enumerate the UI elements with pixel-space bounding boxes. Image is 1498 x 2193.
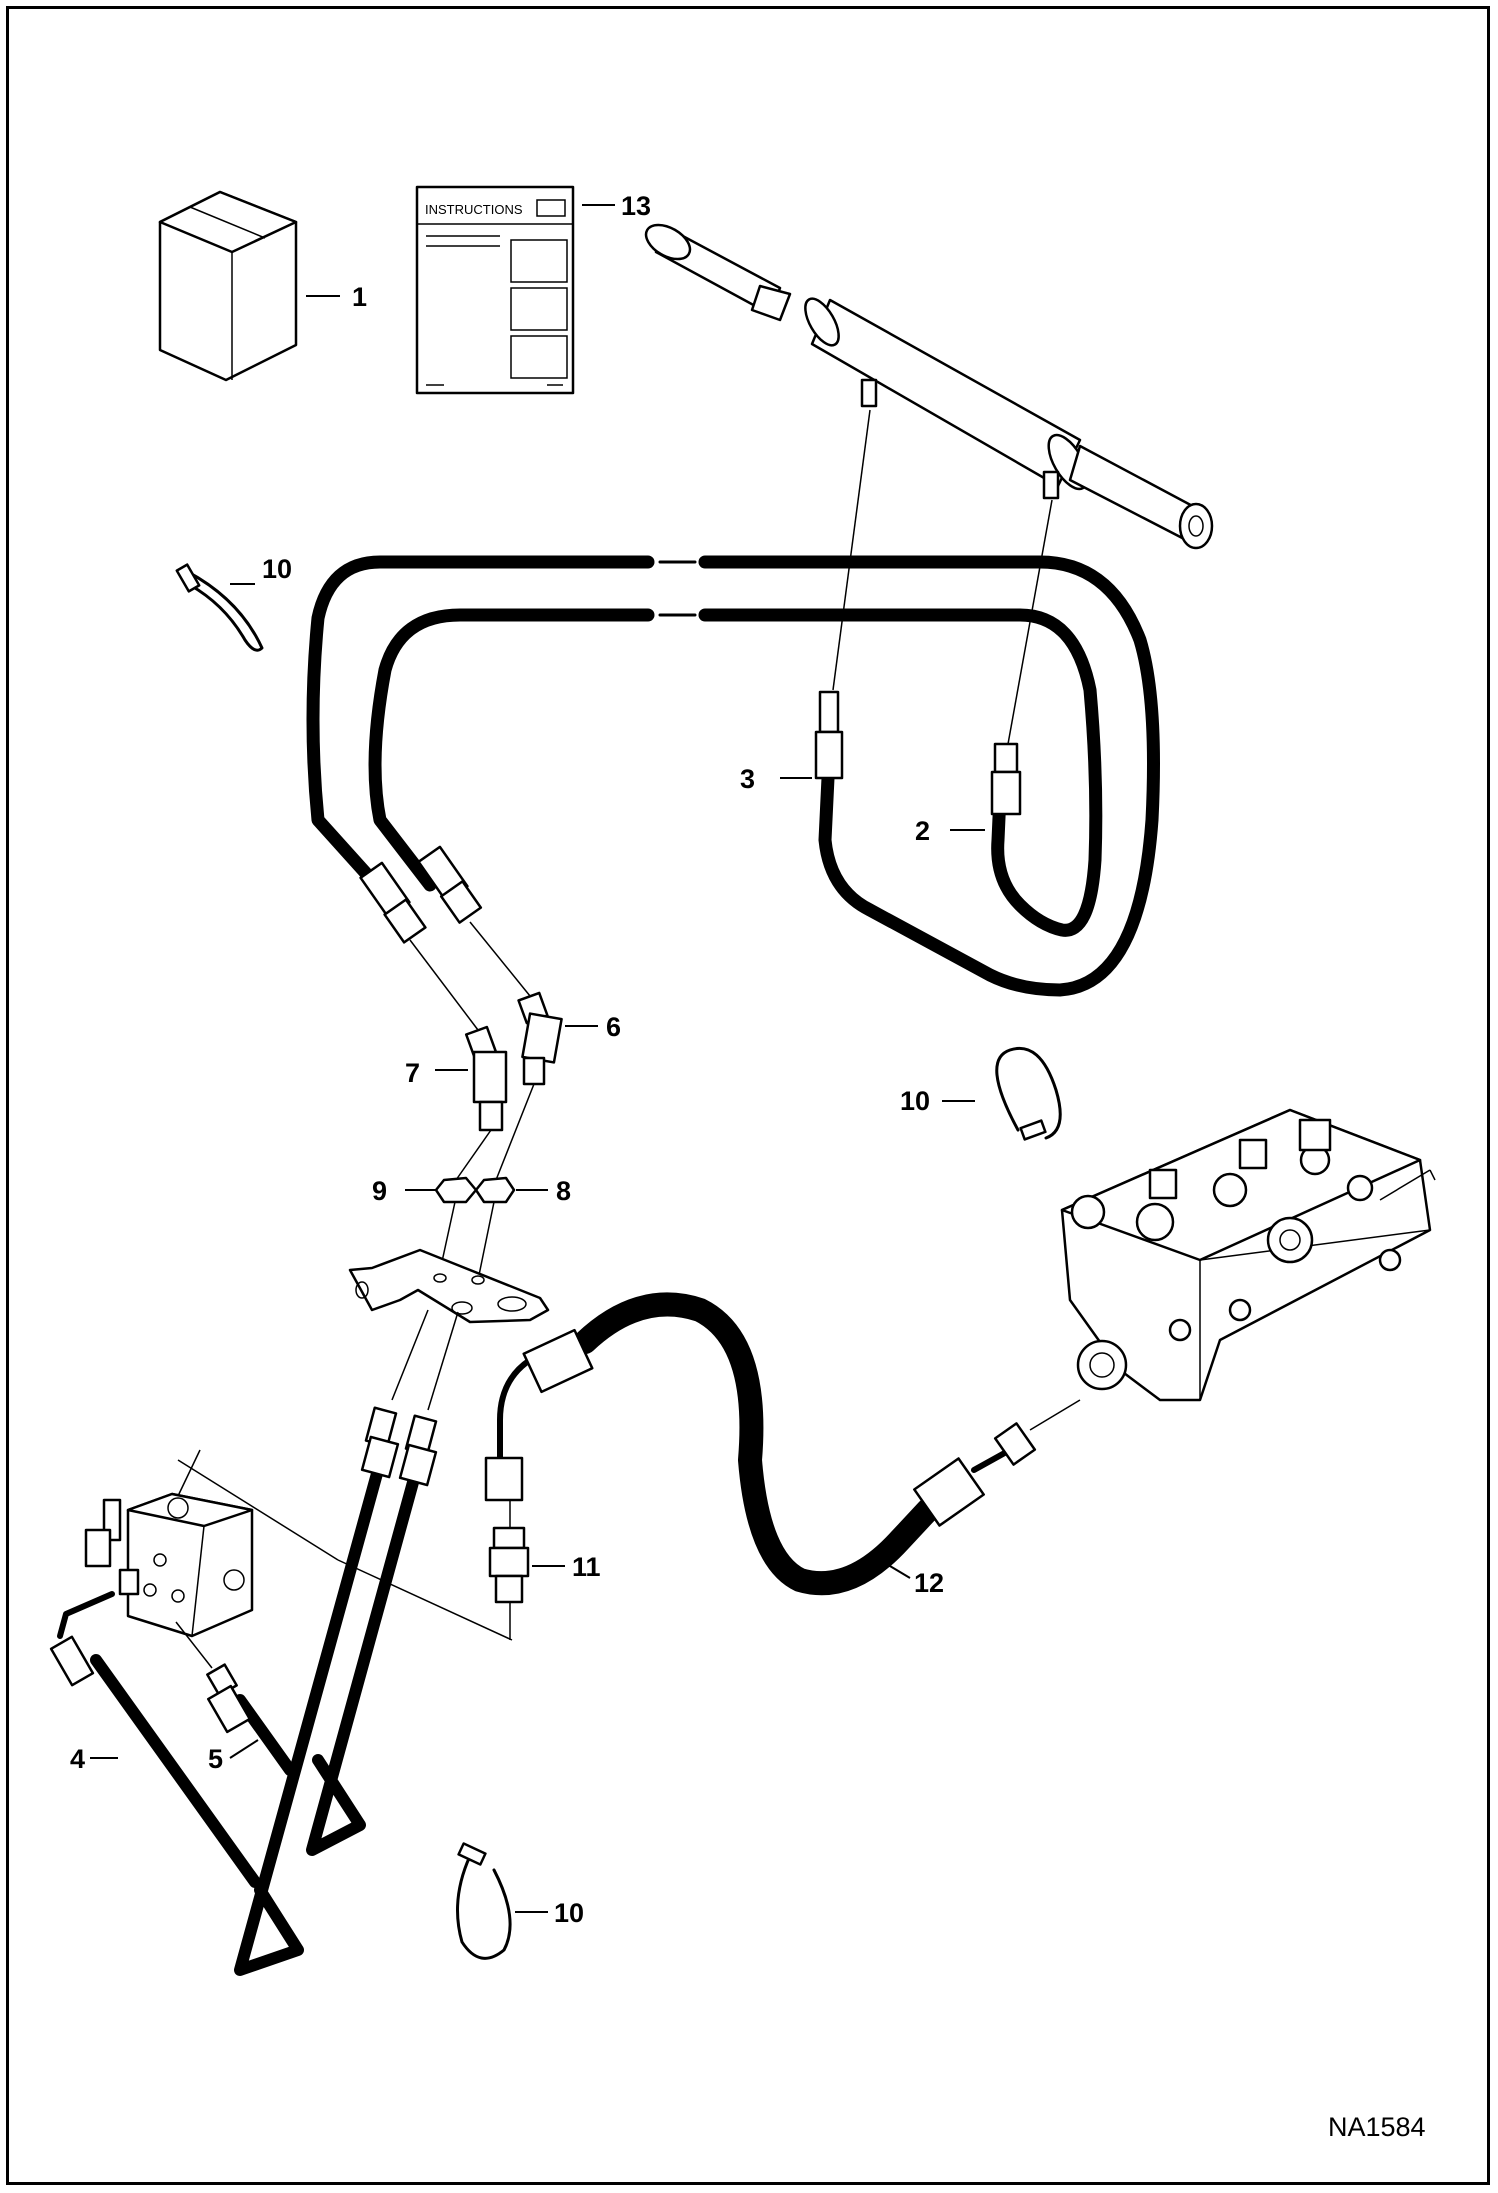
hose-3-end-fittings xyxy=(359,845,483,944)
callout-3: 3 xyxy=(740,764,755,794)
callout-7: 7 xyxy=(405,1058,420,1088)
callout-11: 11 xyxy=(572,1552,601,1582)
part-10-strap-lower xyxy=(456,1842,512,1960)
callout-5: 5 xyxy=(208,1744,223,1774)
drawing-code: NA1584 xyxy=(1328,2112,1426,2142)
hydraulic-cylinder xyxy=(644,223,1214,550)
callout-8: 8 xyxy=(556,1176,571,1206)
hose-2-fitting xyxy=(990,742,1022,816)
diagram-frame xyxy=(6,6,1490,2185)
hose-12 xyxy=(484,1292,1037,1596)
callout-6: 6 xyxy=(606,1012,621,1042)
hose-5 xyxy=(234,1414,438,1856)
callout-12: 12 xyxy=(914,1568,944,1598)
callout-9: 9 xyxy=(372,1176,387,1206)
part-10-strap-middle xyxy=(995,1047,1062,1141)
callout-10-middle: 10 xyxy=(900,1086,930,1116)
callout-1: 1 xyxy=(352,282,367,312)
callout-2: 2 xyxy=(915,816,930,846)
part-6-adapter xyxy=(517,991,563,1086)
callout-4: 4 xyxy=(70,1744,85,1774)
part-7-adapter xyxy=(464,1025,508,1132)
hose-3-fitting xyxy=(814,690,844,780)
hose-2 xyxy=(368,608,1103,937)
instructions-title: INSTRUCTIONS xyxy=(425,202,523,217)
part-1-box xyxy=(158,190,298,382)
part-10-strap-upper xyxy=(175,563,264,652)
mounting-bracket xyxy=(348,1248,550,1324)
hose-4 xyxy=(90,1406,400,1976)
hose-4-block-fitting xyxy=(49,1591,115,1687)
control-valve xyxy=(1060,1108,1436,1402)
part-13-instructions-sheet: INSTRUCTIONS xyxy=(415,185,575,395)
callout-13: 13 xyxy=(621,191,651,221)
valve-block xyxy=(84,1492,254,1638)
callout-10-upper: 10 xyxy=(262,554,292,584)
part-8-nut xyxy=(474,1176,516,1204)
part-11-adapter xyxy=(488,1526,530,1604)
callout-10-lower: 10 xyxy=(554,1898,584,1928)
hose-5-block-fitting xyxy=(206,1663,252,1734)
hose-3 xyxy=(306,555,1160,997)
part-9-nut xyxy=(434,1176,478,1204)
